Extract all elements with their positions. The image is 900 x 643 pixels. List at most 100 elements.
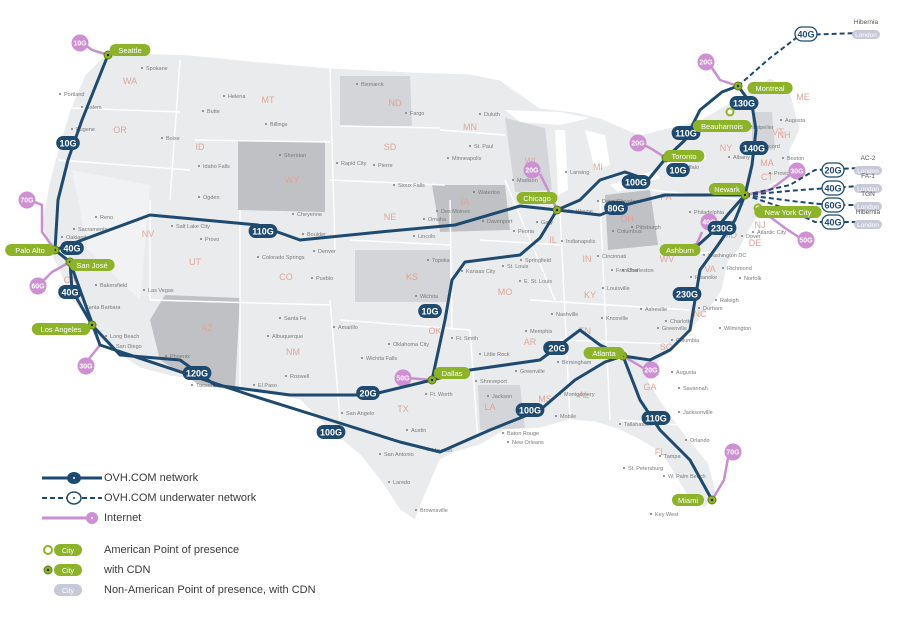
city-dot [73, 228, 75, 230]
city-dot [475, 380, 477, 382]
city-label: Sheridan [284, 153, 306, 159]
city-label: Indianapolis [566, 239, 596, 245]
city-label: San Antonio [384, 452, 414, 458]
pop-pill-beauharnois [692, 120, 752, 132]
city-dot [373, 164, 375, 166]
city-label: Spokane [146, 66, 168, 72]
city-dot [663, 475, 665, 477]
city-label: Cleveland [617, 199, 641, 205]
internet-tag-i6 [523, 161, 541, 179]
state-label-ky: KY [584, 290, 596, 300]
link-pill-l15 [671, 126, 701, 140]
city-label: Bakersfield [100, 283, 127, 289]
city-dot [665, 320, 667, 322]
undersea-label-u3: 40G [824, 184, 841, 194]
city-label: Oakland [66, 235, 87, 241]
city-dot [469, 145, 471, 147]
link-label-l7: 20G [359, 389, 376, 399]
city-label: Pueblo [316, 276, 333, 282]
internet-label-i2: 70G [20, 198, 34, 205]
city-dot [413, 235, 415, 237]
border-6 [339, 125, 441, 129]
internet-tag-i2 [18, 191, 36, 209]
city-dot [597, 255, 599, 257]
state-ia-shade [432, 185, 510, 232]
city-label: Duluth [484, 112, 500, 118]
link-pill-l4 [248, 224, 278, 238]
pop-marker-core-dallas [430, 378, 434, 382]
city-label: Little Rock [484, 352, 510, 358]
city-label: Idaho Falls [203, 164, 230, 170]
state-label-id: ID [196, 142, 206, 152]
link-label-l14: 10G [669, 166, 686, 176]
border-14 [449, 199, 453, 331]
city-label: Sacramento [78, 227, 108, 233]
lake-michigan [555, 130, 568, 195]
city-label: Louisville [607, 286, 630, 292]
city-dot [447, 157, 449, 159]
city-dot [601, 317, 603, 319]
city-dot [741, 235, 743, 237]
link-label-l16: 130G [733, 99, 755, 109]
city-label: Dover [746, 234, 761, 240]
city-dot [105, 335, 107, 337]
city-label: Montpelier [748, 125, 774, 131]
foreign-pop-name-hibernia2: Hibernia [856, 209, 881, 216]
city-dot [561, 240, 563, 242]
city-dot [597, 200, 599, 202]
city-label: Durham [703, 306, 723, 312]
state-label-oh: OH [620, 214, 634, 224]
city-dot [719, 327, 721, 329]
city-dot [678, 411, 680, 413]
city-label: Las Vegas [148, 288, 174, 294]
city-label: Boston [787, 156, 804, 162]
network-route-11 [664, 84, 739, 160]
city-label: Roanoke [695, 275, 717, 281]
state-borders [57, 59, 746, 441]
city-dot [515, 370, 517, 372]
city-label: St. Louis [507, 264, 529, 270]
city-dot [356, 83, 358, 85]
state-label-ga: GA [643, 382, 656, 392]
state-ny-shade [752, 112, 775, 150]
state-label-ms: MS [538, 394, 552, 404]
state-label-mn: MN [463, 122, 477, 132]
border-3 [169, 59, 181, 201]
city-label: El Paso [258, 383, 277, 389]
city-dot [95, 216, 97, 218]
city-dot [769, 172, 771, 174]
pop-label-ashburn: Ashburn [666, 246, 694, 255]
underwater-network: 40GHiberniaLondon20GAC-2London40GFA-1Lon… [737, 19, 882, 230]
internet-label-i13: 70G [726, 450, 740, 457]
state-label-ar: AR [524, 337, 537, 347]
state-label-me: ME [796, 92, 810, 102]
pop-pill-toronto [663, 150, 705, 162]
link-label-l1: 10G [59, 139, 76, 149]
city-label: Greenville [520, 369, 545, 375]
city-label: Salt Lake City [176, 224, 210, 230]
state-label-sd: SD [384, 142, 397, 152]
city-dot [502, 432, 504, 434]
city-dot [311, 277, 313, 279]
city-dot [520, 259, 522, 261]
state-label-sc: SC [660, 342, 673, 352]
city-dot [292, 213, 294, 215]
city-label: Davenport [487, 219, 513, 225]
city-label: Roswell [290, 374, 309, 380]
city-dot [191, 384, 193, 386]
city-label: St. Petersburg [628, 466, 663, 472]
link-pill-l14 [666, 163, 690, 177]
city-label: Tucson [196, 383, 214, 389]
city-dot [361, 357, 363, 359]
link-pill-l7 [356, 386, 380, 400]
city-label: Madison [517, 178, 538, 184]
city-label: Springfield [525, 258, 551, 264]
city-dot [200, 238, 202, 240]
city-label: Orlando [690, 438, 710, 444]
pop-pill-chicago [516, 192, 558, 204]
internet-label-i9: 30G [790, 169, 804, 176]
city-label: Montgomery [564, 392, 595, 398]
state-label-nj: NJ [755, 220, 766, 230]
link-pill-l1 [56, 136, 80, 150]
